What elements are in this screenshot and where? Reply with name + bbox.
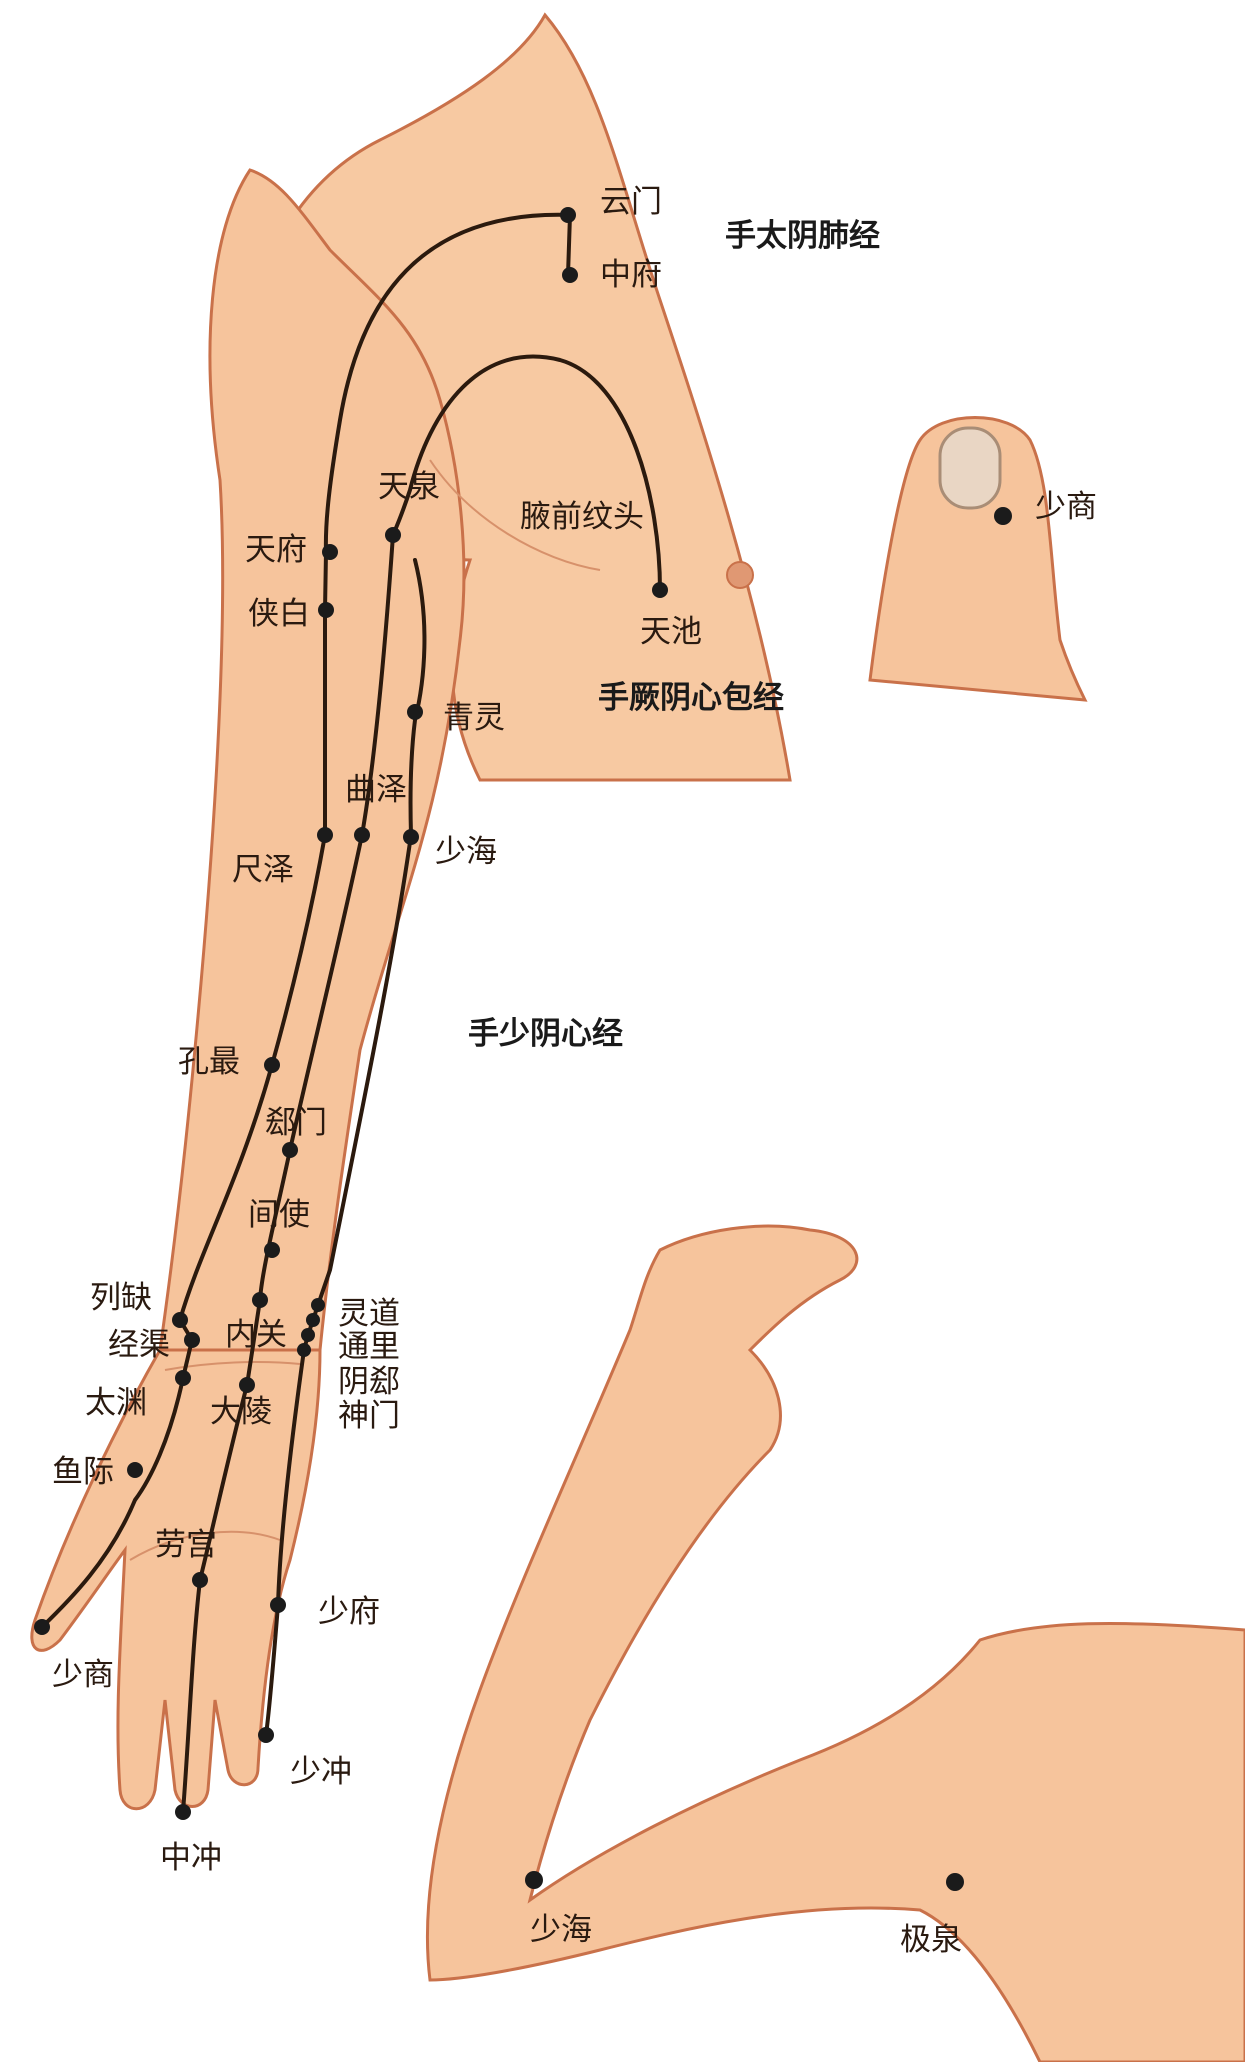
label-neiguan: 内关	[225, 1317, 287, 1353]
arm-shape	[160, 170, 464, 1350]
label-tongli: 通里	[338, 1329, 400, 1365]
label-yeqianwentou: 腋前纹头	[520, 499, 644, 535]
point-marker-yuji	[127, 1462, 143, 1478]
point-marker-yinxi	[301, 1328, 315, 1342]
point-marker-ximen	[282, 1142, 298, 1158]
point-marker-jianshi	[264, 1242, 280, 1258]
point-marker-shaohai-elbow	[525, 1871, 543, 1889]
point-marker-daling	[239, 1377, 255, 1393]
point-marker-tianquan	[385, 527, 401, 543]
label-jiquan: 极泉	[900, 1922, 962, 1958]
point-marker-neiguan	[252, 1292, 268, 1308]
label-quze: 曲泽	[345, 772, 407, 808]
point-marker-jingqu	[184, 1332, 200, 1348]
point-marker-taiyuan	[175, 1370, 191, 1386]
point-marker-tianfu	[322, 544, 338, 560]
point-marker-yunmen	[560, 207, 576, 223]
label-zhongchong: 中冲	[160, 1840, 222, 1876]
label-shaohai-main: 少海	[435, 834, 497, 870]
label-laogong: 劳宫	[155, 1527, 217, 1563]
label-tianquan: 天泉	[378, 469, 440, 505]
point-marker-laogong	[192, 1572, 208, 1588]
point-marker-kongzui	[264, 1057, 280, 1073]
label-qingling: 青灵	[443, 700, 505, 736]
point-marker-tianchi	[652, 582, 668, 598]
point-marker-lingdao	[311, 1298, 325, 1312]
point-marker-chize	[317, 827, 333, 843]
label-xiabai: 侠白	[248, 596, 310, 632]
label-chize: 尺泽	[232, 852, 294, 888]
label-zhongfu: 中府	[600, 257, 662, 293]
meridian-title-pericardium: 手厥阴心包经	[598, 680, 784, 716]
point-marker-quze	[354, 827, 370, 843]
label-daling: 大陵	[210, 1394, 272, 1430]
label-lingdao: 灵道	[338, 1296, 400, 1332]
point-marker-shaoshang-thumb	[994, 507, 1012, 525]
label-ximen: 郄门	[265, 1105, 327, 1141]
point-marker-qingling	[407, 704, 423, 720]
point-marker-shaochong	[258, 1727, 274, 1743]
label-shaofu: 少府	[318, 1594, 380, 1630]
nipple	[727, 562, 753, 588]
meridian-title-heart: 手少阴心经	[468, 1016, 623, 1052]
meridian-title-lung: 手太阴肺经	[725, 218, 880, 254]
point-marker-shaofu	[270, 1597, 286, 1613]
point-marker-xiabai	[318, 602, 334, 618]
point-marker-shenmen	[297, 1343, 311, 1357]
thumbnail	[940, 428, 1000, 508]
label-tianfu: 天府	[245, 532, 307, 568]
label-tianchi: 天池	[640, 614, 702, 650]
label-shaoshang-hand: 少商	[52, 1657, 114, 1693]
point-marker-zhongfu	[562, 267, 578, 283]
point-marker-zhongchong	[175, 1804, 191, 1820]
label-shaoshang-thumb: 少商	[1035, 489, 1097, 525]
label-taiyuan: 太渊	[85, 1385, 147, 1421]
label-yuji: 鱼际	[52, 1454, 114, 1490]
label-shenmen: 神门	[338, 1398, 400, 1434]
label-kongzui: 孔最	[178, 1044, 240, 1080]
hand-shape	[32, 1350, 320, 1809]
label-yunmen: 云门	[600, 184, 662, 220]
point-marker-jiquan	[946, 1873, 964, 1891]
point-marker-lieque	[172, 1312, 188, 1328]
label-shaohai-elbow: 少海	[530, 1912, 592, 1948]
thumb-inset	[870, 418, 1085, 701]
label-yinxi: 阴郄	[338, 1364, 400, 1400]
label-jingqu: 经渠	[108, 1327, 170, 1363]
point-marker-shaohai	[403, 829, 419, 845]
label-jianshi: 间使	[248, 1197, 310, 1233]
point-marker-tongli	[306, 1313, 320, 1327]
point-marker-shaoshang	[34, 1619, 50, 1635]
label-lieque: 列缺	[90, 1280, 152, 1316]
label-shaochong: 少冲	[290, 1754, 352, 1790]
